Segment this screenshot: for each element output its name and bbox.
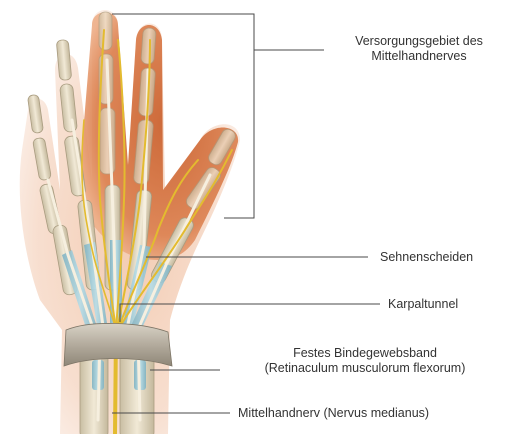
supply-area-label-line2: Mittelhandnerves (330, 49, 508, 64)
ligament-label-line2: (Retinaculum musculorum flexorum) (222, 361, 508, 376)
supply-area-label: Versorgungsgebiet des Mittelhandnerves (330, 34, 508, 64)
supply-area-label-line1: Versorgungsgebiet des (330, 34, 508, 49)
median-nerve-label: Mittelhandnerv (Nervus medianus) (238, 406, 429, 421)
tendon-sheaths-label: Sehnenscheiden (380, 250, 473, 265)
carpal-tunnel-label: Karpaltunnel (388, 297, 458, 312)
ligament-label-line1: Festes Bindegewebsband (222, 346, 508, 361)
ligament-label: Festes Bindegewebsband (Retinaculum musc… (222, 346, 508, 376)
